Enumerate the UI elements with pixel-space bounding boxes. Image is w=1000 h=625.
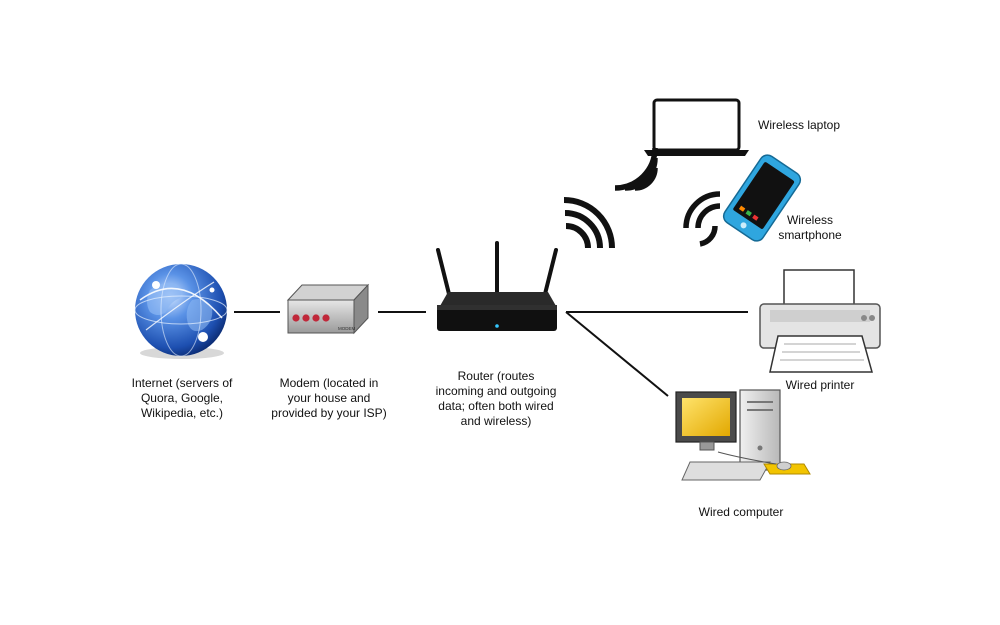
wifi-waves-laptop-icon <box>614 147 658 191</box>
smartphone-label: Wireless smartphone <box>778 213 842 242</box>
computer-label: Wired computer <box>698 505 784 519</box>
laptop-icon <box>644 98 749 156</box>
router-icon <box>436 241 558 331</box>
laptop-label: Wireless laptop <box>758 118 841 132</box>
globe-icon <box>134 263 228 359</box>
modem-device-text: MODEM <box>338 326 356 331</box>
computer-icon <box>675 389 811 481</box>
smartphone-icon <box>722 154 802 242</box>
connection-lines <box>234 311 748 397</box>
wifi-waves-smartphone-icon <box>683 191 721 229</box>
printer-label: Wired printer <box>785 378 855 392</box>
modem-label: Modem (located in your house and provide… <box>271 376 387 420</box>
router-label: Router (routes incoming and outgoing dat… <box>435 369 557 428</box>
wifi-waves-router-icon <box>563 197 615 249</box>
printer-icon <box>759 269 881 373</box>
internet-label: Internet (servers of Quora, Google, Wiki… <box>131 376 233 420</box>
link-router-computer <box>565 311 669 397</box>
modem-icon: MODEM <box>286 283 370 335</box>
wifi-waves-smartphone-lower-icon <box>699 225 718 247</box>
